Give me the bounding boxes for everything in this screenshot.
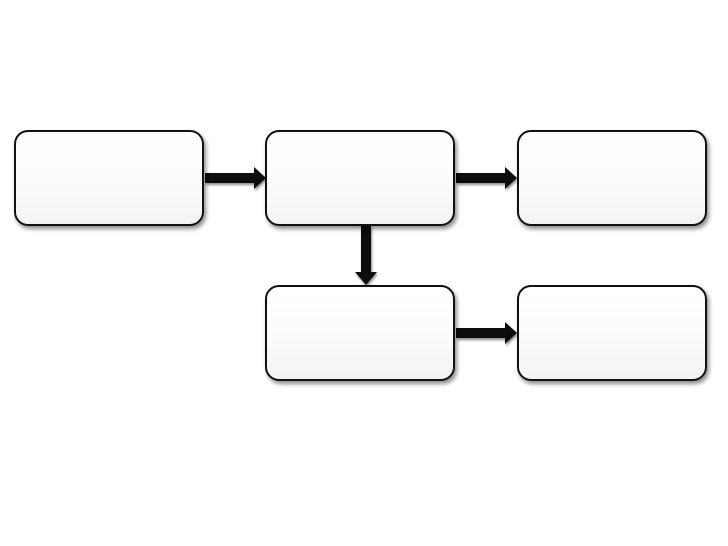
arrow-node-1-to-node-2 — [205, 167, 266, 189]
flowchart-box-2 — [265, 130, 455, 226]
flowchart-box-3 — [517, 130, 707, 226]
flowchart-box-4 — [265, 285, 455, 381]
flowchart-box-5 — [517, 285, 707, 381]
flowchart-box-1 — [14, 130, 204, 226]
arrow-node-2-to-node-3 — [456, 167, 517, 189]
arrow-node-2-to-node-4 — [355, 226, 377, 285]
arrow-node-4-to-node-5 — [456, 322, 517, 344]
